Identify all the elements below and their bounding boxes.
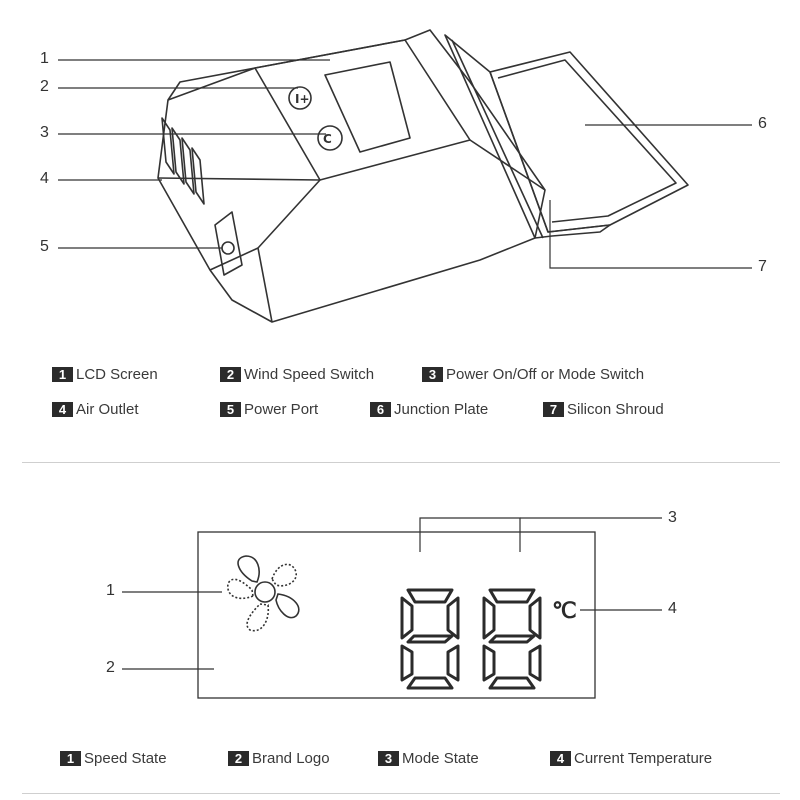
legend-lcd-screen: 1 LCD Screen	[52, 366, 158, 383]
legend-number: 6	[370, 402, 391, 417]
callout-1: 1	[40, 50, 49, 67]
callout-3: 3	[40, 124, 49, 141]
legend-number: 2	[220, 367, 241, 382]
legend-label: Speed State	[84, 750, 167, 767]
display-callout-1: 1	[106, 582, 115, 599]
digit-two	[482, 588, 542, 690]
legend-wind-speed-switch: 2 Wind Speed Switch	[220, 366, 374, 383]
legend-power-port: 5 Power Port	[220, 401, 318, 418]
display-callout-3: 3	[668, 509, 677, 526]
callout-4: 4	[40, 170, 49, 187]
legend-junction-plate: 6 Junction Plate	[370, 401, 488, 418]
legend-label: Wind Speed Switch	[244, 366, 375, 383]
legend-number: 3	[422, 367, 443, 382]
legend-label: Junction Plate	[394, 401, 489, 418]
legend-air-outlet: 4 Air Outlet	[52, 401, 139, 418]
power-port	[221, 241, 235, 255]
callout-7: 7	[758, 258, 767, 275]
temperature-digits	[400, 588, 542, 690]
display-callout-2: 2	[106, 659, 115, 676]
legend-current-temperature: 4 Current Temperature	[550, 750, 712, 767]
lcd-detail-frame	[197, 531, 596, 699]
legend-number: 5	[220, 402, 241, 417]
legend-number: 3	[378, 751, 399, 766]
legend-number: 1	[60, 751, 81, 766]
top-panel	[254, 39, 471, 181]
legend-speed-state: 1 Speed State	[60, 750, 167, 767]
legend-silicon-shroud: 7 Silicon Shroud	[543, 401, 664, 418]
power-port-housing	[214, 211, 243, 276]
legend-label: LCD Screen	[76, 366, 158, 383]
device-body	[157, 29, 546, 323]
air-outlet-vents	[161, 117, 205, 205]
legend-power-mode-switch: 3 Power On/Off or Mode Switch	[422, 366, 644, 383]
celsius-unit: ℃	[552, 598, 577, 623]
legend-number: 1	[52, 367, 73, 382]
legend-number: 4	[52, 402, 73, 417]
legend-label: Air Outlet	[76, 401, 139, 418]
digit-one	[400, 588, 460, 690]
svg-text:C: C	[323, 132, 332, 146]
silicon-shroud	[444, 34, 611, 239]
legend-mode-state: 3 Mode State	[378, 750, 479, 767]
legend-label: Current Temperature	[574, 750, 713, 767]
display-callout-4: 4	[668, 600, 677, 617]
lcd-window	[324, 61, 411, 153]
callout-2: 2	[40, 78, 49, 95]
fan-speed-icon	[227, 555, 300, 632]
legend-label: Brand Logo	[252, 750, 330, 767]
power-mode-button	[317, 125, 343, 151]
legend-number: 4	[550, 751, 571, 766]
legend-label: Silicon Shroud	[567, 401, 664, 418]
bottom-divider	[22, 793, 780, 794]
legend-label: Power Port	[244, 401, 319, 418]
legend-brand-logo: 2 Brand Logo	[228, 750, 330, 767]
wind-speed-button	[288, 86, 312, 110]
legend-label: Mode State	[402, 750, 479, 767]
callout-5: 5	[40, 238, 49, 255]
legend-number: 7	[543, 402, 564, 417]
legend-label: Power On/Off or Mode Switch	[446, 366, 645, 383]
legend-number: 2	[228, 751, 249, 766]
svg-text:I+: I+	[295, 92, 310, 106]
callout-6: 6	[758, 115, 767, 132]
section-divider	[22, 462, 780, 463]
